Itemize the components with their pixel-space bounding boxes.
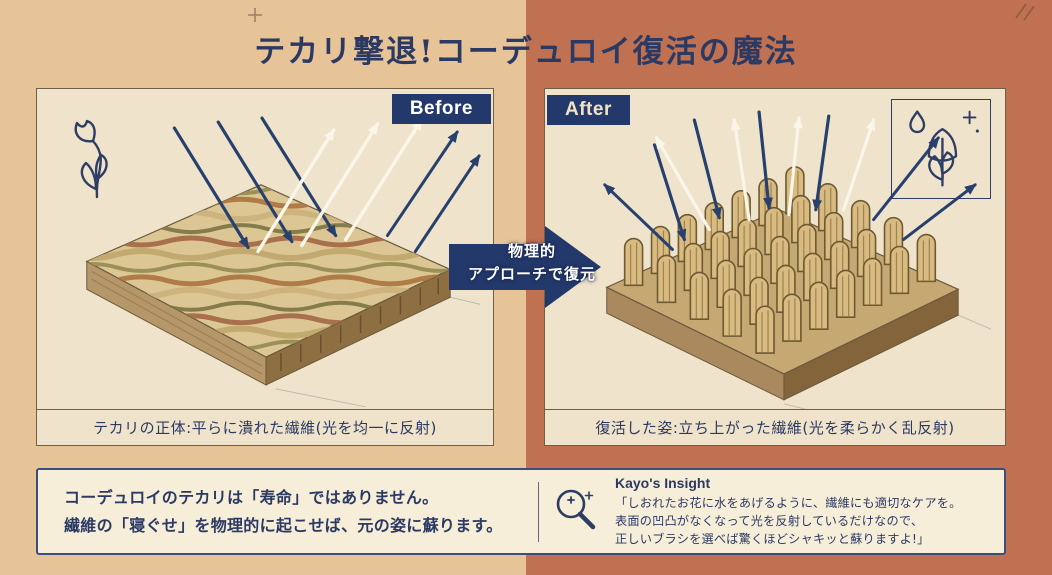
summary-line2: 繊維の「寝ぐせ」を物理的に起こせば、元の姿に蘇ります。: [64, 515, 503, 535]
after-caption: 復活した姿:立ち上がった繊維(光を柔らかく乱反射): [545, 409, 1005, 445]
after-panel: After: [544, 88, 1006, 446]
summary-line1: コーデュロイのテカリは「寿命」ではありません。: [64, 488, 439, 508]
after-label: After: [547, 95, 630, 125]
insight-text-block: Kayo's Insight 「しおれたお花に水をあげるように、繊維にも適切なケ…: [615, 475, 961, 549]
flattened-fabric-illustration: [85, 116, 481, 408]
before-panel: Before: [36, 88, 494, 446]
wilted-flower-icon: [74, 119, 108, 199]
revived-flower-icon-box: [891, 99, 991, 199]
transform-arrow: 物理的 アプローチで復元: [449, 224, 607, 310]
summary-banner: コーデュロイのテカリは「寿命」ではありません。 繊維の「寝ぐせ」を物理的に起こせ…: [36, 468, 1006, 555]
plus-mark-decoration: [248, 8, 262, 22]
magnifying-glass-icon: [556, 490, 596, 530]
before-caption: テカリの正体:平らに潰れた繊維(光を均一に反射): [37, 409, 493, 445]
sketch-guide-lines: [275, 296, 481, 408]
corner-lines-decoration: [1015, 3, 1035, 21]
insight-line1: 「しおれたお花に水をあげるように、繊維にも適切なケアを。: [615, 495, 962, 510]
incident-light-arrows: [652, 110, 831, 242]
insight-line3: 正しいブラシを選べば驚くほどシャキッと蘇りますよ!」: [615, 532, 930, 547]
diffuse-reflected-arrows-white: [654, 116, 876, 232]
insight-line2: 表面の凹凸がなくなって光を反射しているだけなので、: [615, 513, 924, 528]
diffuse-reflected-arrows-navy: [603, 136, 977, 251]
right-arrow-shape: [449, 226, 601, 308]
insight-section: Kayo's Insight 「しおれたお花に水をあげるように、繊維にも適切なケ…: [539, 475, 1004, 549]
uniform-reflected-arrows-navy: [385, 130, 481, 253]
incident-light-arrows: [172, 116, 338, 250]
transform-arrow-label: 物理的 アプローチで復元: [439, 240, 625, 285]
banner-divider: [538, 481, 539, 542]
transform-arrow-line1: 物理的: [507, 242, 556, 260]
raised-corduroy-illustration: [603, 110, 992, 410]
transform-arrow-line2: アプローチで復元: [467, 264, 596, 283]
uniform-reflected-arrows: [256, 118, 424, 254]
summary-text: コーデュロイのテカリは「寿命」ではありません。 繊維の「寝ぐせ」を物理的に起こせ…: [38, 484, 538, 538]
fabric-slab-sides: [86, 260, 451, 386]
before-label: Before: [391, 94, 491, 124]
insight-title: Kayo's Insight: [615, 474, 711, 491]
revived-flower-water-icon: [909, 110, 979, 187]
page-title: テカリ撃退!コーデュロイ復活の魔法: [254, 34, 798, 70]
sketch-guide-lines: [783, 314, 992, 410]
